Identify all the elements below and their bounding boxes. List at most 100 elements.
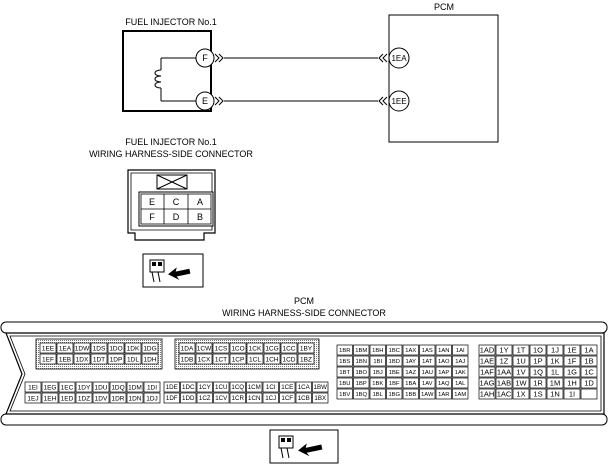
injector-terminal-f [195, 48, 215, 68]
pcm-pin-label: 1AQ [438, 381, 450, 387]
pcm-pin-label: 1AB [497, 379, 511, 388]
injector-terminal-f-label: F [202, 53, 208, 63]
pcm-pin-cell [75, 392, 93, 404]
pcm-pin-cell [386, 344, 403, 356]
pcm-pin-label: 1Y [499, 346, 508, 355]
pcm-pin-cell [512, 388, 530, 400]
pcm-pin-label: 1EG [43, 384, 56, 391]
pcm-pin-label: 1CU [215, 384, 227, 391]
injector-pin-c: C [173, 197, 180, 207]
pcm-pin-cell [369, 355, 386, 367]
pcm-pin-label: 1CS [215, 345, 228, 352]
pcm-pin-cell [39, 342, 57, 354]
pcm-pin-label: 1AY [405, 359, 416, 365]
pcm-pin-label: 1BX [314, 395, 326, 402]
pcm-pin-cell [452, 377, 469, 389]
pcm-pin-label: 1EI [28, 384, 38, 391]
pcm-pin-label: 1AA [497, 368, 511, 377]
pcm-terminal-1ea [388, 47, 410, 69]
pcm-pin-cell [58, 381, 76, 393]
connector-view-icon [142, 253, 204, 288]
pcm-pin-label: 1DG [143, 345, 156, 352]
pcm-pin-cell [109, 392, 127, 404]
pcm-pin-cell [478, 377, 496, 389]
pcm-pin-cell [402, 377, 419, 389]
pcm-pin-label: 1AD [480, 346, 495, 355]
pcm-pin-cell [495, 344, 513, 356]
pcm-pin-cell [386, 355, 403, 367]
pcm-pin-cell [478, 344, 496, 356]
pcm-pin-cell [297, 353, 315, 365]
pcm-pin-label: 1DY [78, 384, 91, 391]
pcm-pin-cell [124, 353, 142, 365]
injector-connector-title-2: WIRING HARNESS-SIDE CONNECTOR [89, 149, 253, 159]
pcm-pin-cell [92, 392, 110, 404]
pcm-pin-label: 1BG [388, 392, 400, 398]
pcm-pin-label: 1DC [182, 384, 195, 391]
pcm-pin-label: 1T [517, 346, 526, 355]
pcm-pin-cell [580, 377, 598, 389]
pcm-pin-label: 1AO [438, 359, 450, 365]
pcm-pin-label: 1X [516, 390, 525, 399]
pcm-pin-label: 1BC [389, 348, 400, 354]
pcm-pin-label: 1AE [480, 357, 494, 366]
pcm-pin-cell [512, 344, 530, 356]
pcm-pin-label: 1CP [232, 356, 245, 363]
pcm-pin-cell [143, 381, 161, 393]
pcm-pin-label: 1CB [298, 395, 310, 402]
pcm-pin-label: 1DB [181, 356, 194, 363]
pcm-pin-cell [141, 353, 159, 365]
pcm-pin-label: 1CV [215, 395, 228, 402]
pcm-pin-label: 1A [584, 346, 593, 355]
pcm-pin-cell [386, 366, 403, 378]
pcm-pin-cell [353, 377, 370, 389]
pcm-pin-cell [353, 355, 370, 367]
pcm-pin-label: 1BQ [355, 392, 367, 398]
injector-terminal-e-label: E [202, 96, 208, 106]
pcm-pin-label: 1DE [166, 384, 178, 391]
pcm-pin-cell [336, 344, 353, 356]
injector-pin-d: D [173, 212, 180, 222]
pcm-pin-cell [512, 377, 530, 389]
pcm-pin-label: 1BK [372, 381, 383, 387]
pcm-pin-cell [312, 392, 329, 404]
pcm-pin-cell [126, 381, 144, 393]
pcm-pin-label: 1DK [127, 345, 140, 352]
pcm-pin-cell [163, 392, 180, 404]
pcm-pin-label: 1AV [422, 381, 433, 387]
pcm-pin-label: 1BT [339, 370, 350, 376]
pcm-pin-cell [312, 381, 329, 393]
pcm-pin-label: 1D [584, 379, 594, 388]
pcm-pin-cell [495, 388, 513, 400]
pcm-pin-cell [336, 355, 353, 367]
pcm-pin-label: 1AS [422, 348, 433, 354]
pcm-pin-cell [419, 344, 436, 356]
pcm-pin-cell [529, 344, 547, 356]
pcm-pin-label: 1AM [454, 392, 466, 398]
pcm-pin-cell [369, 377, 386, 389]
pcm-pin-label: 1G [567, 368, 577, 377]
pcm-pin-label: 1R [533, 379, 543, 388]
pcm-pin-cell [386, 377, 403, 389]
pcm-pin-cell [546, 344, 564, 356]
pcm-pin-label: 1CK [249, 345, 262, 352]
pcm-pin-cell [529, 388, 547, 400]
pcm-pin-label: 1AW [421, 392, 434, 398]
pcm-pin-label: 1AK [455, 370, 466, 376]
pcm-pin-cell [495, 355, 513, 367]
pcm-pin-label: 1CE [281, 384, 293, 391]
pcm-pin-cell [212, 342, 230, 354]
pcm-pin-label: 1DI [147, 384, 157, 391]
pcm-pin-cell [580, 344, 598, 356]
pcm-pin-label: 1S [533, 390, 542, 399]
pcm-pin-cell [262, 392, 279, 404]
pcm-pin-cell [546, 388, 564, 400]
pcm-pin-cell [419, 355, 436, 367]
pcm-pin-cell [580, 388, 598, 400]
pcm-pin-label: 1DW [75, 345, 90, 352]
pcm-pin-label: 1BP [356, 381, 367, 387]
pcm-pin-label: 1U [516, 357, 526, 366]
pcm-pin-label: 1L [551, 368, 559, 377]
pcm-pin-label: 1DN [128, 395, 141, 402]
